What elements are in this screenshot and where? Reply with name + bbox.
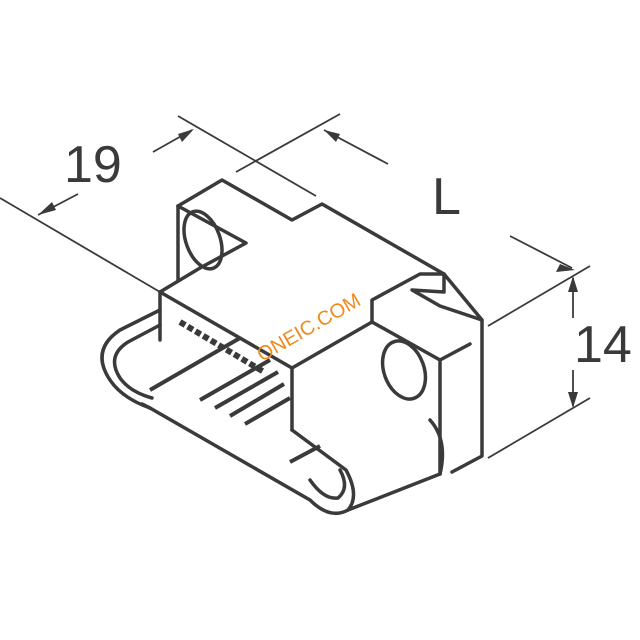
arrowhead-14-bottom (568, 392, 578, 408)
right-flange-outline (370, 272, 484, 474)
top-face-front-edge (158, 290, 294, 370)
contacts (148, 319, 321, 464)
right-flange-top-edge (438, 342, 472, 362)
contact-1 (199, 358, 271, 402)
contact-bar-left (148, 336, 242, 392)
contact-3 (228, 382, 286, 418)
contact-row-upper (178, 319, 266, 375)
right-flange-notch (410, 272, 484, 322)
top-face-right-edge (290, 320, 374, 370)
dimension-lines (0, 113, 591, 459)
shell-inner-left (112, 323, 162, 400)
extension-line-19-left (0, 197, 161, 293)
connector-body (100, 178, 484, 516)
contact-5 (289, 444, 321, 464)
extension-line-14-bottom (487, 397, 591, 459)
watermark-text: ONEIC.COM (254, 289, 365, 366)
top-face-left-edge (158, 266, 202, 294)
left-flange-recess (176, 204, 248, 270)
shell-outer (100, 308, 356, 516)
dimension-arrowheads (38, 129, 578, 408)
top-flange-edge (176, 178, 446, 276)
arrowhead-19-right (178, 129, 194, 142)
dimension-L-label: L (432, 168, 461, 226)
dimension-14-label: 14 (574, 316, 632, 374)
arrowhead-14-lead (556, 264, 575, 272)
dimension-19-label: 19 (64, 136, 122, 194)
left-mount-hole (182, 209, 224, 271)
extension-line-L-left (235, 113, 341, 173)
arrowhead-19-left (38, 202, 56, 215)
arrowhead-14-top (568, 276, 578, 292)
right-flange-curve (428, 418, 445, 476)
dim-arrow-14-top-lead (509, 235, 573, 269)
contact-2 (214, 370, 279, 410)
arrowhead-L (324, 130, 340, 142)
shell-inner-right (308, 468, 347, 500)
shell-bottom-left (140, 402, 152, 410)
right-mount-hole (380, 339, 428, 401)
shell-bottom-right (346, 472, 442, 512)
extension-line-19-right (177, 115, 317, 197)
contact-4 (243, 396, 292, 426)
